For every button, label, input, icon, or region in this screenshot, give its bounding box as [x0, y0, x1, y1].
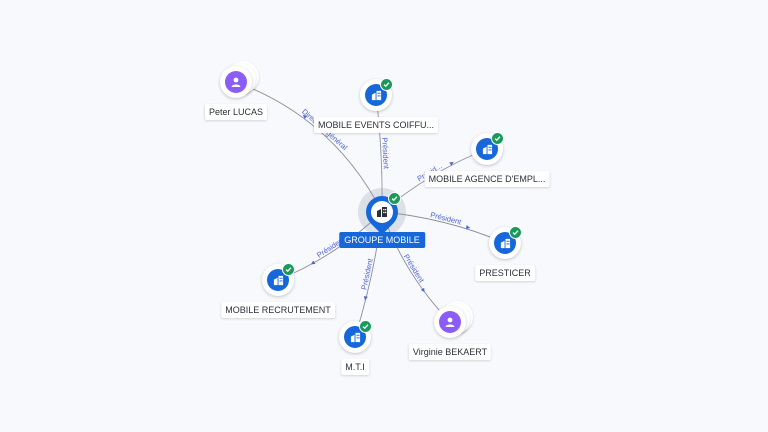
- edge-label: Président: [402, 252, 427, 284]
- node-label: Virginie BEKAERT: [408, 344, 492, 360]
- direction-arrow-icon: [302, 114, 308, 119]
- edge-peter-lucas: [235, 81, 383, 213]
- verified-check-icon: [359, 320, 372, 333]
- direction-arrow-icon: [420, 287, 425, 293]
- direction-arrow-icon: [465, 225, 471, 229]
- node-label: Peter LUCAS: [204, 104, 268, 120]
- edge-label-group-virginie-bekaert: Président: [402, 252, 427, 293]
- verified-check-icon: [388, 192, 401, 205]
- building-icon: [371, 201, 393, 223]
- direction-arrow-icon: [363, 296, 368, 301]
- node-circle: [220, 66, 252, 98]
- node-label: MOBILE EVENTS COIFFU...: [313, 117, 439, 133]
- edge-label: Président: [359, 257, 375, 291]
- person-icon: [225, 71, 247, 93]
- node-label: MOBILE AGENCE D'EMPL...: [424, 171, 550, 187]
- node-circle: [262, 264, 294, 296]
- verified-check-icon: [491, 132, 504, 145]
- verified-check-icon: [380, 78, 393, 91]
- edge-label: Président: [429, 210, 463, 227]
- person-icon: [439, 311, 461, 333]
- verified-check-icon: [509, 226, 522, 239]
- node-label: M.T.I: [341, 359, 369, 375]
- node-circle: [434, 306, 466, 338]
- edge-label-group-mti: Président: [359, 257, 375, 301]
- edge-label: Président: [380, 137, 391, 170]
- node-circle: [360, 79, 392, 111]
- direction-arrow-icon: [449, 161, 454, 166]
- node-label: PRESTICER: [475, 265, 535, 281]
- verified-check-icon: [282, 263, 295, 276]
- center-node-label: GROUPE MOBILE: [339, 232, 425, 248]
- node-label: MOBILE RECRUTEMENT: [221, 302, 335, 318]
- edge-label-group-presticer: Président: [429, 210, 471, 229]
- direction-arrow-icon: [310, 260, 316, 265]
